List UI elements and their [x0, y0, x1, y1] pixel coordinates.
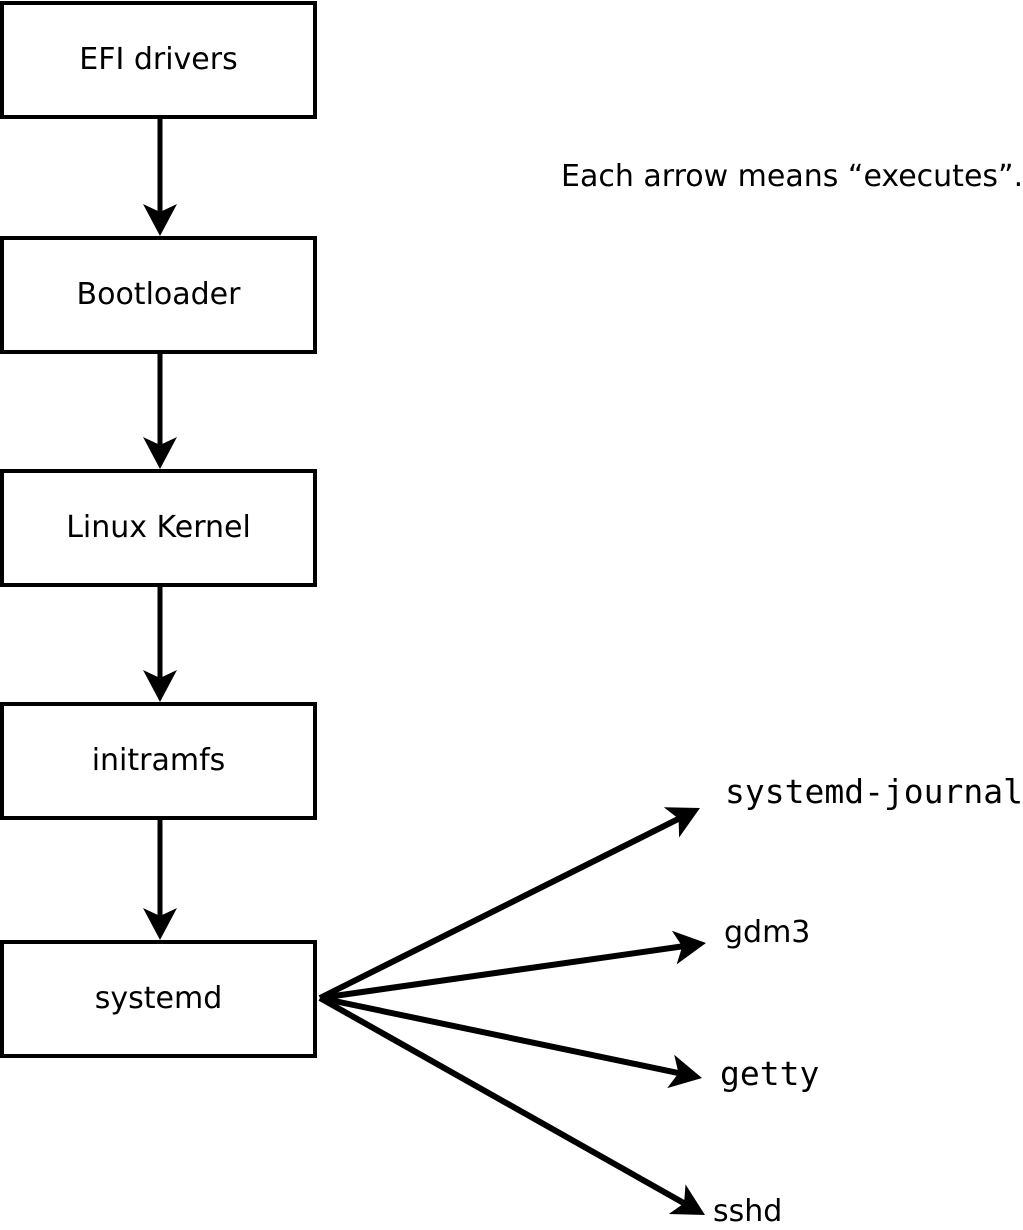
node-linux-kernel: Linux Kernel — [0, 469, 317, 587]
arrow-initramfs-to-systemd — [143, 820, 177, 940]
arrow-systemd-to-gdm3 — [319, 930, 706, 1001]
arrow-efi-to-bootloader — [143, 119, 177, 236]
label-gdm3: gdm3 — [724, 915, 811, 950]
node-initramfs-label: initramfs — [91, 743, 226, 778]
label-getty: getty — [720, 1054, 820, 1093]
node-efi-drivers: EFI drivers — [0, 1, 317, 119]
node-efi-drivers-label: EFI drivers — [79, 42, 238, 77]
node-systemd: systemd — [0, 940, 317, 1058]
arrow-systemd-to-sshd — [318, 995, 705, 1215]
label-sshd: sshd — [713, 1194, 783, 1229]
label-systemd-journal: systemd-journal — [725, 772, 1023, 811]
node-initramfs: initramfs — [0, 702, 317, 820]
arrow-bootloader-to-kernel — [143, 354, 177, 469]
node-linux-kernel-label: Linux Kernel — [66, 510, 251, 545]
arrow-meaning-annotation: Each arrow means “executes”. — [561, 159, 1023, 194]
arrow-kernel-to-initramfs — [143, 587, 177, 702]
arrow-systemd-to-journal — [318, 807, 700, 1001]
node-bootloader-label: Bootloader — [76, 277, 241, 312]
node-bootloader: Bootloader — [0, 236, 317, 354]
arrow-systemd-to-getty — [319, 995, 702, 1089]
node-systemd-label: systemd — [94, 981, 223, 1016]
